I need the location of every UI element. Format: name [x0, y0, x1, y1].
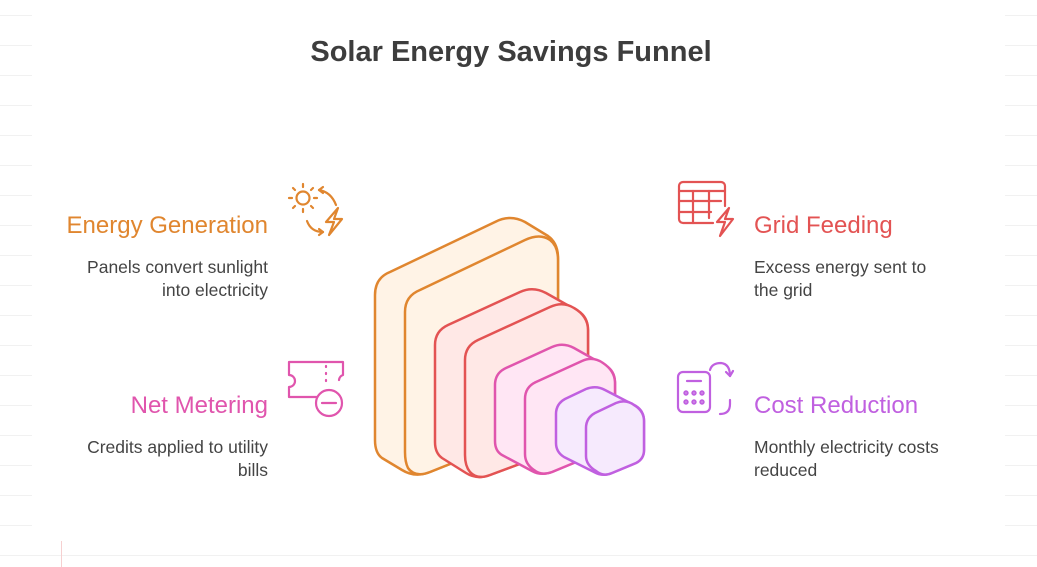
stage-label-energy-generation: Energy Generation — [66, 212, 268, 239]
guide-marker — [61, 541, 62, 567]
gridline — [0, 225, 32, 226]
gridline — [0, 525, 32, 526]
funnel-illustration — [373, 216, 646, 479]
grid-table-lightning-icon — [677, 180, 735, 238]
gridline — [1005, 345, 1037, 346]
gridline — [1005, 525, 1037, 526]
gridline — [0, 495, 32, 496]
calculator-cycle-icon — [676, 361, 735, 416]
gridline — [1005, 105, 1037, 106]
description-line: Monthly electricity costs — [754, 437, 939, 457]
description-line: Excess energy sent to — [754, 257, 927, 277]
gridline — [0, 45, 32, 46]
gridline — [1005, 75, 1037, 76]
description-line: bills — [237, 460, 268, 480]
gridline — [0, 75, 32, 76]
stage-label-net-metering: Net Metering — [130, 392, 268, 419]
gridline — [1005, 315, 1037, 316]
gridline — [1005, 165, 1037, 166]
gridline — [0, 105, 32, 106]
gridline — [1005, 285, 1037, 286]
gridline — [1005, 495, 1037, 496]
gridline — [0, 165, 32, 166]
stage-description-cost-reduction: Monthly electricity costs reduced — [754, 436, 1014, 482]
gridline — [1005, 435, 1037, 436]
ticket-minus-icon — [287, 360, 345, 418]
gridline — [0, 405, 32, 406]
description-line: into electricity — [161, 280, 268, 300]
gridline — [1005, 375, 1037, 376]
gridline — [0, 345, 32, 346]
gridline — [0, 555, 1037, 556]
gridline — [1005, 225, 1037, 226]
description-line: the grid — [754, 280, 813, 300]
gridline — [0, 315, 32, 316]
gridline — [0, 255, 32, 256]
gridline — [0, 15, 32, 16]
gridline — [1005, 195, 1037, 196]
funnel-layer-cost-reduction — [554, 386, 646, 476]
description-line: Credits applied to utility — [87, 437, 268, 457]
stage-description-grid-feeding: Excess energy sent to the grid — [754, 256, 1014, 302]
sun-cycle-lightning-icon — [287, 182, 344, 237]
gridline — [0, 285, 32, 286]
gridline — [1005, 15, 1037, 16]
gridline — [0, 195, 32, 196]
description-line: Panels convert sunlight — [87, 257, 268, 277]
gridline — [1005, 405, 1037, 406]
gridline — [0, 465, 32, 466]
gridline — [0, 435, 32, 436]
gridline — [0, 375, 32, 376]
description-line: reduced — [754, 460, 818, 480]
gridline — [1005, 255, 1037, 256]
gridline — [1005, 45, 1037, 46]
stage-description-net-metering: Credits applied to utility bills — [8, 436, 268, 482]
page-title: Solar Energy Savings Funnel — [310, 36, 712, 68]
gridline — [1005, 135, 1037, 136]
stage-description-energy-generation: Panels convert sunlight into electricity — [8, 256, 268, 302]
stage-label-grid-feeding: Grid Feeding — [754, 212, 893, 239]
gridline — [0, 135, 32, 136]
stage-label-cost-reduction: Cost Reduction — [754, 392, 919, 419]
gridline — [1005, 465, 1037, 466]
